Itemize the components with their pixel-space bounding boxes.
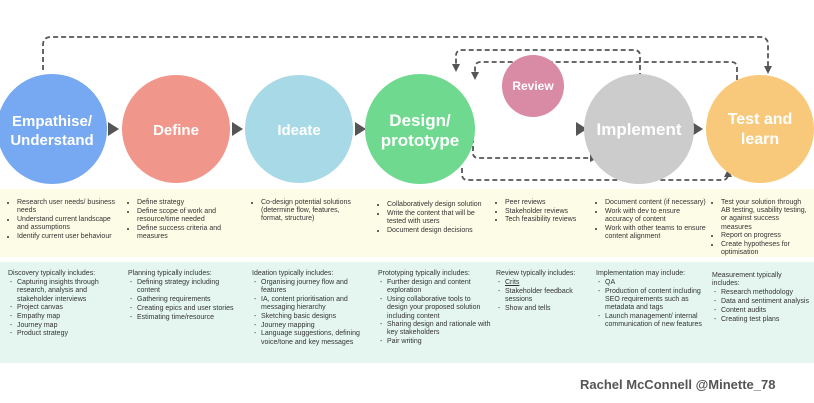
list-item: Co-design potential solutions (determine… (261, 199, 362, 224)
list-item: Write the content that will be tested wi… (387, 210, 490, 226)
list-item: Collaboratively design solution (387, 201, 490, 209)
ideate-circle (245, 75, 353, 183)
list-item: Capturing insights through research, ana… (10, 279, 120, 304)
list-item: Gathering requirements (130, 296, 243, 304)
list-item: Empathy map (10, 313, 120, 321)
includes-title: Ideation typically includes: (252, 270, 334, 277)
loop-test-to-design-arrow (471, 61, 738, 80)
list-item: Understand current landscape and assumpt… (17, 216, 118, 232)
list-item: Show and tells (498, 305, 596, 313)
list-item: Creating epics and user stories (130, 305, 243, 313)
includes-title: Planning typically includes: (128, 270, 212, 277)
empathise-label-1: Empathise/ (12, 113, 93, 130)
activities-band (0, 189, 814, 257)
activities-define: Define strategy Define scope of work and… (128, 199, 243, 242)
includes-review: Review typically includes: Crits Stakeho… (496, 270, 596, 314)
list-item: Using collaborative tools to design your… (380, 296, 492, 321)
list-item: Crits (498, 279, 596, 287)
list-item: Work with other teams to ensure content … (605, 225, 708, 241)
path-design-to-implement-arrow (472, 138, 598, 162)
review-circle (502, 55, 564, 117)
test-label-1: Test and (728, 111, 793, 128)
includes-discovery: Discovery typically includes: Capturing … (8, 270, 120, 339)
list-item: Document content (if necessary) (605, 199, 708, 207)
list-item: Organising journey flow and features (254, 279, 366, 295)
arrow-empathise-define (108, 122, 119, 136)
list-item: Journey mapping (254, 322, 366, 330)
list-item: Creating test plans (714, 316, 810, 324)
implement-circle (584, 74, 694, 184)
includes-prototyping: Prototyping typically includes: Further … (378, 270, 492, 347)
includes-title: Measurement typically includes: (712, 272, 782, 288)
includes-planning: Planning typically includes: Defining st… (128, 270, 243, 322)
activities-review: Peer reviews Stakeholder reviews Tech fe… (496, 199, 596, 225)
activities-implement: Document content (if necessary) Work wit… (596, 199, 708, 242)
design-label-2: prototype (381, 131, 459, 150)
list-item: Sketching basic designs (254, 313, 366, 321)
list-item: Test your solution through AB testing, u… (721, 199, 810, 232)
test-label-2: learn (741, 131, 779, 148)
list-item: Report on progress (721, 232, 810, 240)
includes-title: Implementation may include: (596, 270, 686, 277)
includes-implementation: Implementation may include: QA Productio… (596, 270, 708, 330)
list-item: Journey map (10, 322, 120, 330)
list-item: Estimating time/resource (130, 314, 243, 322)
list-item: Pair writing (380, 338, 492, 346)
includes-title: Prototyping typically includes: (378, 270, 470, 277)
empathise-label-2: Understand (10, 132, 93, 149)
list-item: Production of content including SEO requ… (598, 288, 708, 313)
list-item: Document design decisions (387, 227, 490, 235)
activities-ideate: Co-design potential solutions (determine… (252, 199, 362, 224)
includes-title: Review typically includes: (496, 270, 576, 277)
test-circle (706, 75, 814, 183)
list-item: Stakeholder feedback sessions (498, 288, 596, 304)
list-item: Tech feasibility reviews (505, 216, 596, 224)
list-item: Work with dev to ensure accuracy of cont… (605, 208, 708, 224)
activities-empathise: Research user needs/ business needs Unde… (8, 199, 118, 242)
list-item: Launch management/ internal communicatio… (598, 313, 708, 329)
list-item: Define strategy (137, 199, 243, 207)
list-item: Defining strategy including content (130, 279, 243, 295)
list-item: Further design and content exploration (380, 279, 492, 295)
loop-outer-arrow (42, 36, 772, 74)
activities-design: Collaboratively design solution Write th… (378, 201, 490, 235)
process-diagram: Empathise/ Understand Define Ideate Desi… (0, 36, 814, 184)
list-item: Sharing design and rationale with key st… (380, 321, 492, 337)
implement-label: Implement (596, 120, 681, 139)
loop-implement-to-design-arrow (452, 49, 641, 78)
list-item: Stakeholder reviews (505, 208, 596, 216)
review-label: Review (512, 79, 554, 93)
arrow-design-implement (576, 122, 587, 136)
design-circle (365, 74, 475, 184)
list-item: Define scope of work and resource/time n… (137, 208, 243, 224)
list-item: Identify current user behaviour (17, 233, 118, 241)
design-label-1: Design/ (389, 111, 451, 130)
list-item: Data and sentiment analysis (714, 298, 810, 306)
arrow-implement-test (692, 122, 703, 136)
arrow-define-ideate (232, 122, 243, 136)
includes-ideation: Ideation typically includes: Organising … (252, 270, 366, 347)
empathise-circle (0, 74, 107, 184)
define-circle (122, 75, 230, 183)
includes-measurement: Measurement typically includes: Research… (712, 272, 810, 324)
list-item: Project canvas (10, 304, 120, 312)
activities-test: Test your solution through AB testing, u… (712, 199, 810, 258)
includes-title: Discovery typically includes: (8, 270, 96, 277)
list-item: Peer reviews (505, 199, 596, 207)
list-item: Define success criteria and measures (137, 225, 243, 241)
list-item: Research user needs/ business needs (17, 199, 118, 215)
define-label: Define (153, 122, 199, 139)
ideate-label: Ideate (277, 122, 320, 139)
arrow-ideate-design (355, 122, 366, 136)
author-credit: Rachel McConnell @Minette_78 (580, 377, 776, 392)
list-item: Content audits (714, 307, 810, 315)
list-item: QA (598, 279, 708, 287)
list-item: Product strategy (10, 330, 120, 338)
list-item: Create hypotheses for optimisation (721, 241, 810, 257)
list-item: Language suggestions, defining voice/ton… (254, 330, 366, 346)
list-item: Research methodology (714, 289, 810, 297)
path-design-to-test-arrow (461, 168, 732, 181)
list-item: IA, content prioritisation and messaging… (254, 296, 366, 312)
